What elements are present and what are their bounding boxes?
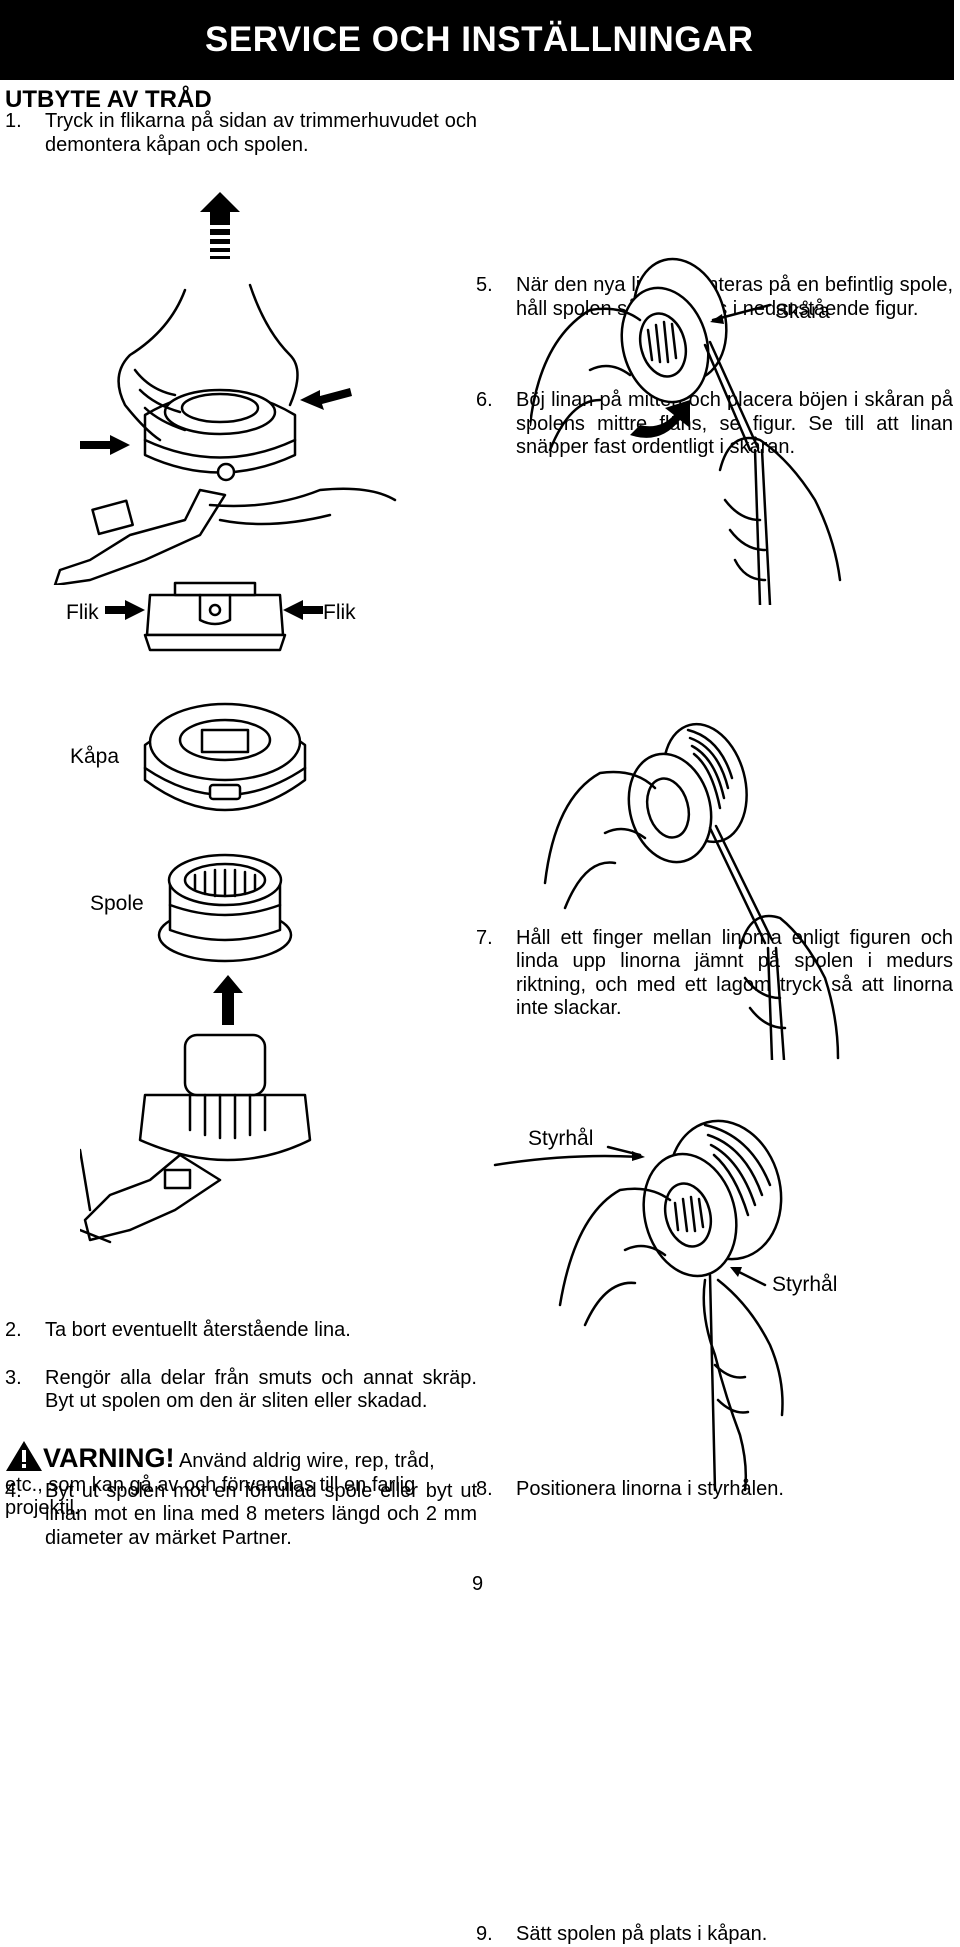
warning-icon bbox=[6, 1441, 42, 1471]
step-3: 3. Rengör alla delar från smuts och anna… bbox=[5, 1367, 477, 1414]
step-number: 4. bbox=[5, 1479, 22, 1502]
line-end-top bbox=[493, 1154, 642, 1167]
step-number: 1. bbox=[5, 110, 22, 132]
winding-illustration bbox=[543, 722, 840, 1060]
push-arrow-icon bbox=[80, 388, 352, 455]
header-banner: SERVICE OCH INSTÄLLNINGAR bbox=[0, 0, 954, 80]
remove-cover-illustration bbox=[53, 192, 397, 585]
step-number: 5. bbox=[476, 274, 493, 296]
spole-label: Spole bbox=[90, 892, 144, 915]
styrhal-label-top: Styrhål bbox=[528, 1127, 594, 1150]
step-number: 2. bbox=[5, 1319, 22, 1341]
spool-notch-illustration bbox=[530, 257, 842, 605]
spool-illustration bbox=[157, 853, 293, 963]
step-6: 6. Böj linan på mitten och placera böjen… bbox=[476, 389, 953, 460]
step-text: Positionera linorna i styrhålen. bbox=[516, 1477, 784, 1500]
guide-hole-illustration bbox=[493, 1119, 784, 1492]
step-text: Rengör alla delar från smuts och annat s… bbox=[45, 1366, 477, 1413]
step-8: 8. Positionera linorna i styrhålen. bbox=[476, 1478, 953, 1502]
step-number: 9. bbox=[476, 1923, 493, 1945]
arrow-right-icon bbox=[105, 600, 145, 620]
step-7: 7. Håll ett finger mellan linorna enligt… bbox=[476, 927, 953, 1021]
kapa-label: Kåpa bbox=[70, 745, 120, 768]
arrow-left-icon bbox=[283, 600, 323, 620]
up-arrow-icon bbox=[213, 975, 243, 1025]
step-4: 4. Byt ut spolen mot en förrullad spole … bbox=[5, 1480, 477, 1551]
warning-block: VARNING! Använd aldrig wire, rep, tråd, … bbox=[5, 1440, 437, 1521]
step-text: Tryck in flikarna på sidan av trimmerhuv… bbox=[45, 110, 477, 156]
step-2: 2. Ta bort eventuellt återstående lina. bbox=[5, 1319, 477, 1343]
step-1: 1. Tryck in flikarna på sidan av trimmer… bbox=[5, 110, 477, 157]
skara-label: Skåra bbox=[775, 300, 830, 323]
step-text: Sätt spolen på plats i kåpan. bbox=[516, 1923, 768, 1945]
step-number: 3. bbox=[5, 1366, 22, 1389]
styrhal-label-bottom: Styrhål bbox=[772, 1273, 838, 1296]
cover-side-illustration bbox=[105, 581, 323, 652]
step-number: 8. bbox=[476, 1477, 493, 1500]
step-text: Håll ett finger mellan linorna enligt fi… bbox=[516, 926, 953, 1020]
warning-text: Använd aldrig wire, rep, tråd, etc., som… bbox=[5, 1450, 435, 1519]
flik-label-left: Flik bbox=[66, 601, 99, 624]
cover-illustration bbox=[143, 702, 307, 812]
section-heading: UTBYTE AV TRÅD bbox=[5, 86, 212, 113]
flik-label-right: Flik bbox=[323, 601, 356, 624]
trimmer-base-illustration bbox=[80, 1033, 312, 1244]
page-number: 9 bbox=[472, 1573, 484, 1595]
up-arrow-icon bbox=[200, 192, 240, 259]
step-9: 9. Sätt spolen på plats i kåpan. bbox=[476, 1923, 953, 1947]
step-text: Böj linan på mitten och placera böjen i … bbox=[516, 389, 953, 458]
warning-word: VARNING! bbox=[43, 1443, 175, 1473]
step-number: 6. bbox=[476, 389, 493, 411]
rotate-arrow-icon bbox=[630, 400, 690, 438]
step-number: 7. bbox=[476, 926, 493, 949]
step-text: Ta bort eventuellt återstående lina. bbox=[45, 1319, 351, 1341]
step-text: Byt ut spolen mot en förrullad spole ell… bbox=[45, 1479, 477, 1549]
page-title: SERVICE OCH INSTÄLLNINGAR bbox=[205, 20, 754, 59]
